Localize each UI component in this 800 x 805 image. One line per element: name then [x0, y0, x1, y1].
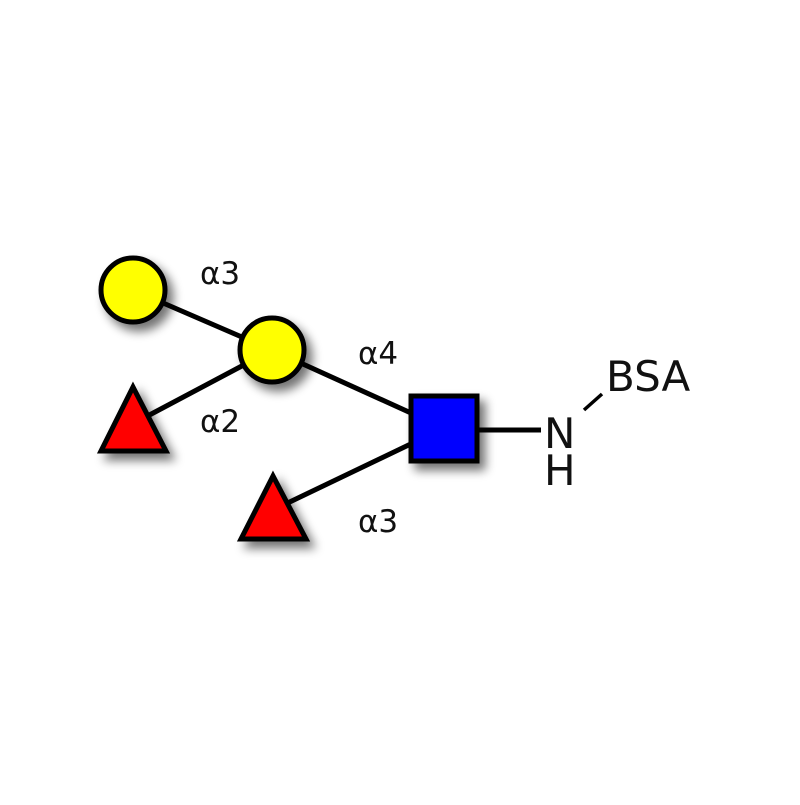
carrier-label: BSA: [606, 352, 691, 401]
fucose-a2-icon: [96, 381, 171, 454]
galactose-terminal-icon: [98, 255, 168, 325]
linkage-label: α3: [200, 256, 240, 292]
galactose-core-icon: [237, 315, 307, 385]
nitrogen-label: N: [544, 409, 575, 458]
linkage-label: α3: [358, 504, 398, 540]
hydrogen-label: H: [544, 446, 576, 495]
bond-n-bsa: [582, 392, 604, 412]
linkage-label: α4: [358, 336, 398, 372]
linkage-label: α2: [200, 404, 240, 440]
fucose-a3-icon: [236, 470, 311, 542]
glcnac-icon: [408, 393, 480, 464]
